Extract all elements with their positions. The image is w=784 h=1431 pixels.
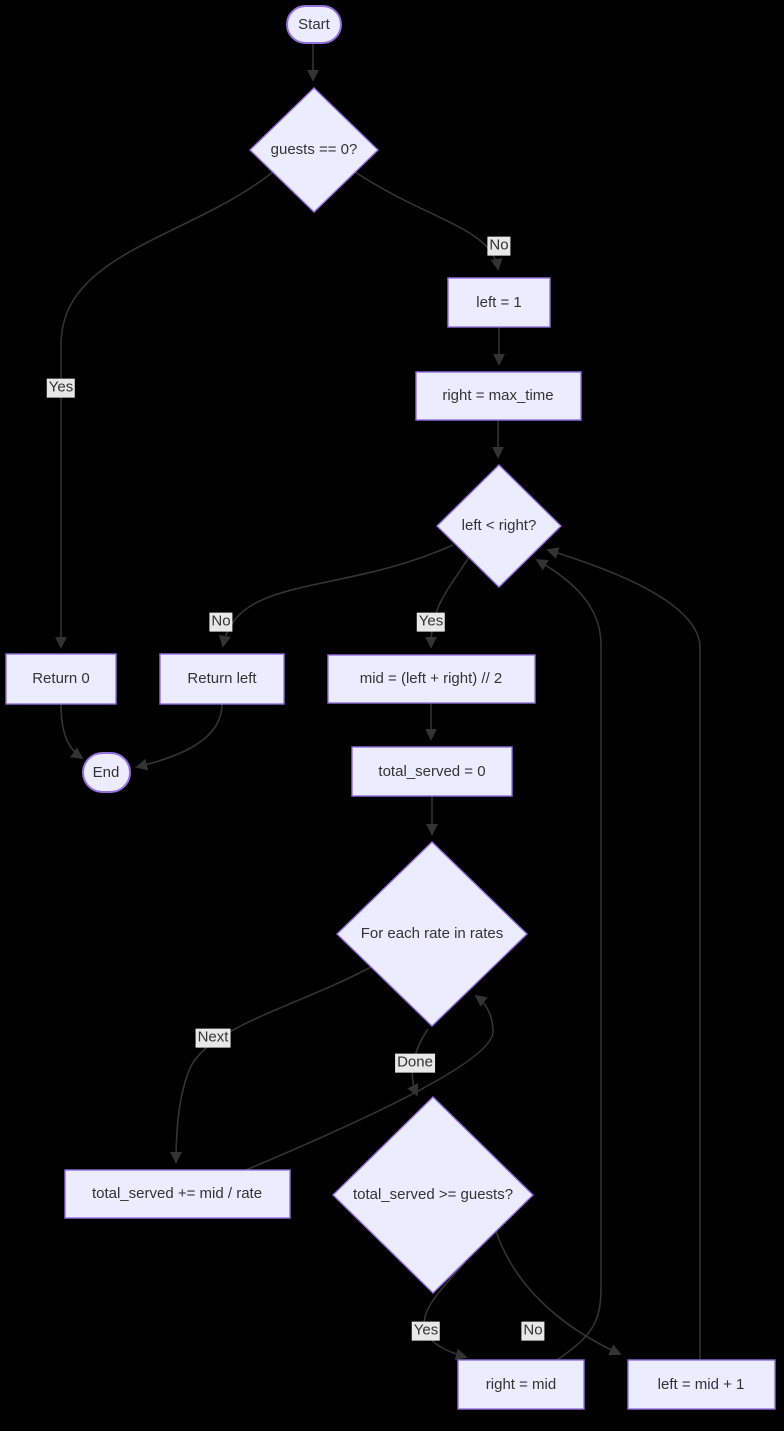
edge-label-loop-no: No	[209, 612, 233, 632]
node-shape-set-right-mid	[457, 1359, 585, 1410]
node-label-init-total: total_served = 0	[378, 763, 486, 780]
node-label-set-left-mid: left = mid + 1	[657, 1376, 745, 1393]
node-label-end: End	[92, 764, 120, 781]
node-shape-end	[82, 752, 131, 793]
edge-left-mid-to-loop-cond	[546, 547, 701, 1360]
edge-check-total-no	[495, 1230, 622, 1356]
node-label-set-right-mid: right = mid	[485, 1376, 557, 1393]
edge-check-guests-no	[354, 171, 503, 271]
node-shape-set-right	[415, 371, 582, 421]
edge-label-total-no: No	[521, 1321, 545, 1341]
node-shape-return-left	[159, 653, 285, 705]
edge-check-guests-yes	[55, 171, 274, 649]
edge-loop-cond-no	[219, 544, 454, 648]
node-label-return-left: Return left	[187, 670, 257, 687]
node-shape-loop-cond	[436, 464, 562, 588]
node-shape-set-left-mid	[627, 1359, 776, 1410]
edge-label-loop-yes: Yes	[416, 612, 446, 632]
node-shape-for-each	[335, 841, 529, 1027]
node-shape-start	[286, 5, 342, 44]
node-shape-calc-mid	[327, 654, 536, 704]
edge-right-mid-to-loop-cond	[535, 559, 602, 1361]
edge-return-zero-to-end	[60, 703, 84, 759]
edge-label-guests-yes: Yes	[46, 378, 76, 398]
node-label-calc-mid: mid = (left + right) // 2	[359, 670, 503, 687]
node-label-check-total: total_served >= guests?	[352, 1186, 514, 1203]
node-label-set-right: right = max_time	[442, 387, 554, 404]
node-label-loop-cond: left < right?	[461, 517, 537, 534]
node-label-check-guests: guests == 0?	[270, 141, 358, 158]
node-shape-set-left	[447, 277, 551, 328]
edge-accumulate-to-for-each	[245, 994, 494, 1171]
edge-return-left-to-end	[135, 703, 223, 771]
node-shape-accumulate	[64, 1169, 291, 1219]
node-layer	[5, 5, 776, 1410]
node-shape-init-total	[351, 746, 513, 797]
node-label-set-left: left = 1	[476, 294, 522, 311]
node-label-for-each: For each rate in rates	[360, 925, 504, 942]
node-shape-check-guests	[248, 87, 380, 213]
node-shape-check-total	[331, 1096, 535, 1294]
node-label-return-zero: Return 0	[32, 670, 90, 687]
edge-for-each-next	[170, 966, 372, 1164]
edge-label-total-yes: Yes	[411, 1321, 441, 1341]
edge-label-guests-no: No	[487, 236, 511, 256]
node-shape-return-zero	[5, 653, 117, 705]
node-label-accumulate: total_served += mid / rate	[91, 1185, 263, 1202]
edge-label-for-each-next: Next	[195, 1028, 231, 1048]
edge-loop-cond-yes	[425, 556, 470, 649]
node-label-start: Start	[298, 16, 330, 33]
edge-label-for-each-done: Done	[395, 1053, 435, 1073]
